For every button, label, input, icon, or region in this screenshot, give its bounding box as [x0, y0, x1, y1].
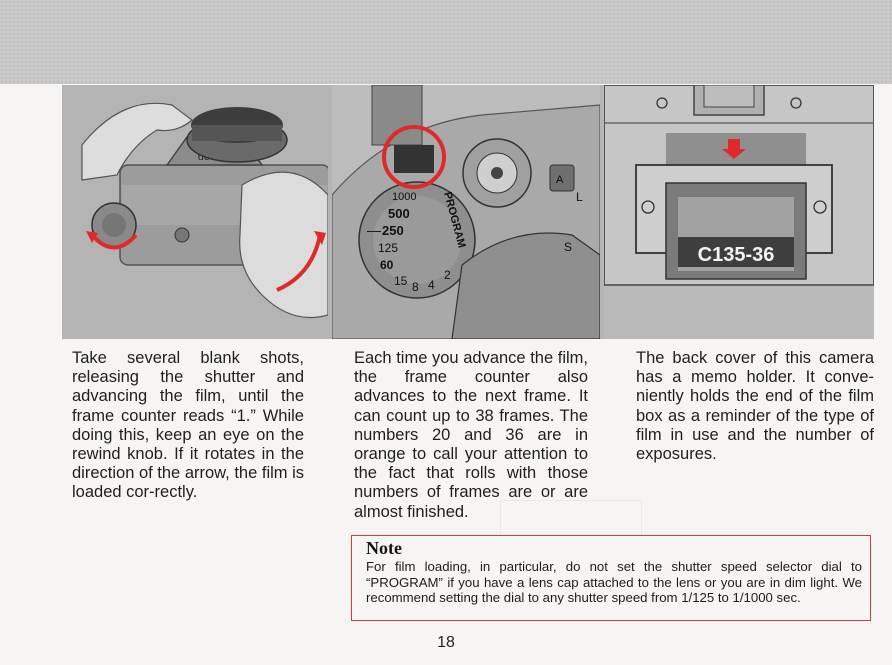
shutter-dial-illustration: 1000 500 250 125 60 15 8 4 2 PROGRAM A L…: [332, 85, 600, 339]
svg-text:—: —: [367, 222, 381, 238]
note-box: Note For film loading, in particular, do…: [351, 535, 871, 621]
dial-mark-1000: 1000: [392, 191, 416, 203]
note-title: Note: [366, 538, 402, 558]
photo-strip: Canon: [62, 85, 874, 339]
dial-mark-500: 500: [388, 206, 410, 221]
lever-label-l: L: [576, 190, 583, 204]
column-1-text: Take several blank shots, releasing the …: [72, 349, 305, 502]
insert-arrow-icon: [722, 139, 746, 159]
dial-mark-250: 250: [382, 223, 404, 238]
column-3-text: The back cover of this camera has a memo…: [636, 349, 874, 464]
column-2-text: Each time you advance the film, the fram…: [354, 349, 588, 521]
camera-hands-illustration: Canon: [62, 85, 328, 339]
page-top-band: [0, 0, 892, 84]
note-body: For film loading, in particular, do not …: [366, 559, 862, 606]
lever-label-s: S: [564, 240, 572, 254]
frame-counter-highlight: [382, 125, 446, 189]
page-number: 18: [437, 634, 455, 651]
dial-mark-15: 15: [394, 274, 408, 288]
dial-mark-60: 60: [380, 258, 394, 272]
dial-mark-125: 125: [378, 241, 398, 255]
photo-shutter-dial: 1000 500 250 125 60 15 8 4 2 PROGRAM A L…: [332, 85, 600, 339]
memo-label: C135-36: [698, 244, 775, 266]
ghost-show-through: [500, 500, 642, 537]
lever-label-a: A: [556, 174, 564, 186]
memo-holder-illustration: C135-36: [604, 85, 874, 339]
dial-mark-2: 2: [444, 268, 451, 282]
photo-camera-hands: Canon: [62, 85, 328, 339]
dial-mark-8: 8: [412, 280, 419, 294]
dial-mark-4: 4: [428, 278, 435, 292]
photo-memo-holder: C135-36: [604, 85, 874, 339]
